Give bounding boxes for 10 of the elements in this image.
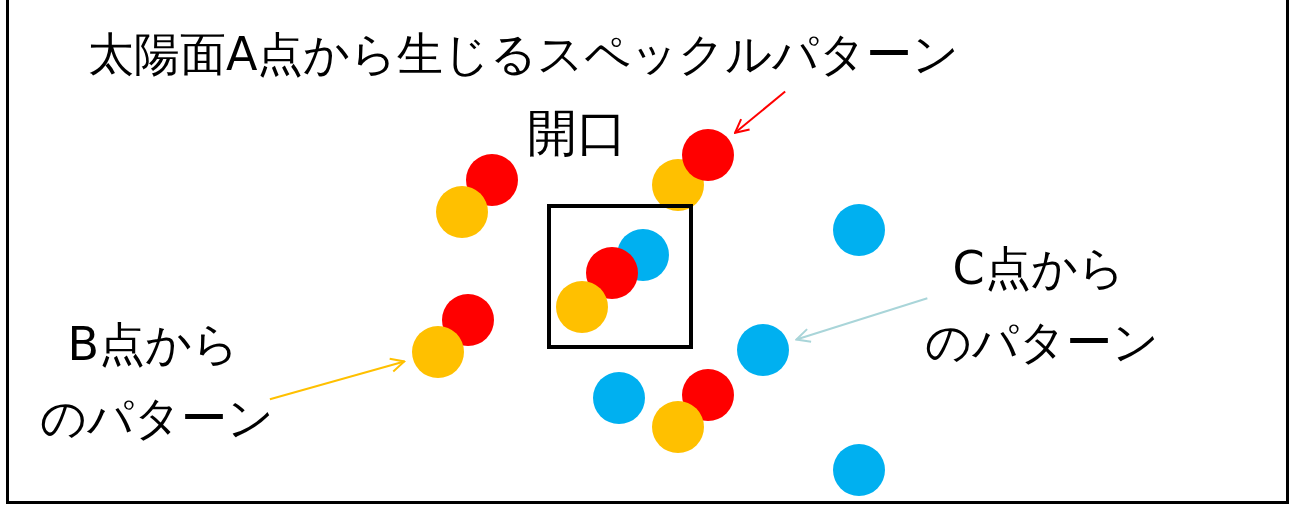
arrow	[734, 90, 787, 134]
pattern-label: B点からのパターン	[40, 308, 275, 456]
speckle-dot	[682, 129, 734, 181]
aperture-label: 開口	[527, 105, 627, 163]
speckle-dot	[412, 326, 464, 378]
speckle-dot	[737, 324, 789, 376]
title-label: 太陽面A点から生じるスペックルパターン	[88, 18, 960, 92]
pattern-label: C点からのパターン	[925, 232, 1160, 380]
arrow	[268, 357, 406, 401]
arrow	[795, 297, 929, 343]
